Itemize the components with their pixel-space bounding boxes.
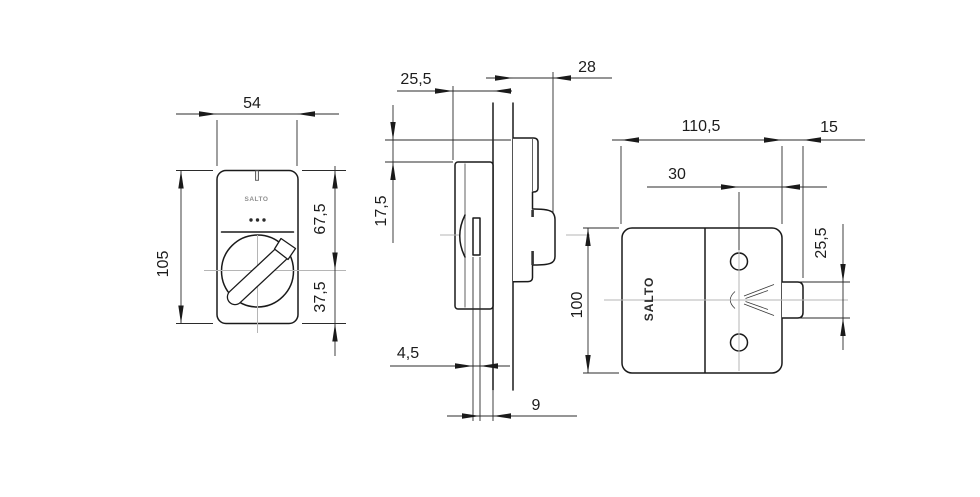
- dot-icon: [255, 218, 260, 222]
- thumbturn-lever: [226, 237, 297, 306]
- side-view: [385, 72, 612, 421]
- dot-icon: [262, 218, 266, 222]
- dim-rear-hole-inset-lines: [647, 184, 827, 250]
- dim-rear-knob-depth: 15: [820, 119, 838, 136]
- dim-rear-height-lines: [583, 227, 619, 374]
- dim-side-handle-offset-lines: [390, 257, 510, 421]
- lever-profile: [472, 217, 481, 256]
- dim-rear-width-lines: [612, 137, 865, 278]
- dim-front-width: 54: [243, 95, 261, 112]
- side-rear-body: [512, 137, 556, 283]
- notch: [255, 170, 259, 181]
- dim-side-handle-offset: 4,5: [396, 345, 420, 362]
- dim-rear-hole-inset: 30: [668, 166, 686, 183]
- dim-side-top-offset: 17,5: [373, 195, 390, 227]
- rear-view: [583, 137, 865, 374]
- dim-front-height: 105: [155, 250, 172, 278]
- knob-dome-profile: [459, 214, 466, 258]
- dim-front-upper-height: 67,5: [312, 203, 329, 235]
- dim-side-spindle-depth: 9: [531, 397, 541, 414]
- dot-icon: [249, 218, 253, 222]
- dim-side-rear-depth-lines: [486, 72, 612, 213]
- dim-rear-width: 110,5: [681, 118, 721, 135]
- dim-side-rear-depth: 28: [578, 59, 596, 76]
- dim-front-split-lines: [302, 166, 346, 356]
- dim-front-lower-height: 37,5: [312, 281, 329, 313]
- dim-rear-knob-height: 25,5: [813, 227, 830, 259]
- dim-rear-height: 100: [569, 291, 586, 319]
- dim-side-spindle-depth-lines: [447, 391, 577, 421]
- dim-rear-knob-height-lines: [800, 224, 850, 350]
- front-brand-logo: SALTO: [244, 195, 269, 203]
- front-view: [176, 111, 346, 356]
- rear-brand-logo: SALTO: [642, 276, 656, 322]
- dim-side-top-offset-lines: [385, 105, 511, 243]
- dim-front-height-lines: [176, 170, 213, 324]
- dim-side-front-depth: 25,5: [400, 71, 432, 88]
- dim-front-width-lines: [176, 111, 339, 166]
- dim-side-front-depth-lines: [397, 86, 512, 160]
